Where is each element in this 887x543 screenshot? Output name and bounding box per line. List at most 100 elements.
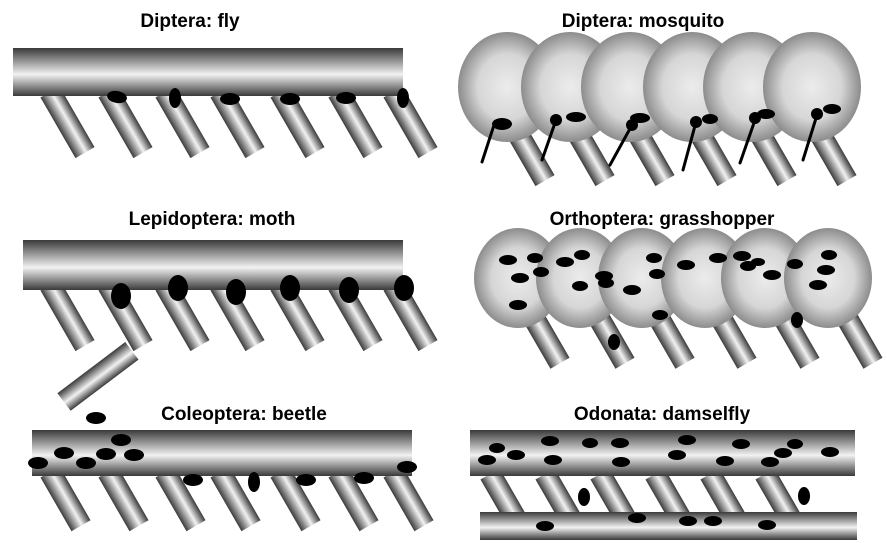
contact-blob — [541, 436, 559, 446]
contact-blob — [572, 281, 588, 291]
contact-blob — [578, 488, 590, 506]
contact-blob — [668, 450, 686, 460]
contact-blob — [28, 457, 48, 469]
peg — [40, 280, 94, 352]
contact-blob — [226, 279, 246, 305]
panel-title: Coleoptera: beetle — [161, 404, 327, 425]
contact-blob — [492, 118, 512, 130]
contact-blob — [791, 312, 803, 328]
contact-blob — [478, 455, 496, 465]
contact-blob — [611, 438, 629, 448]
contact-blob — [704, 516, 722, 526]
contact-blob — [507, 450, 525, 460]
peg — [40, 467, 90, 532]
contact-blob — [809, 280, 827, 290]
peg — [40, 87, 94, 159]
contact-blob — [774, 448, 792, 458]
contact-blob — [339, 277, 359, 303]
contact-blob — [798, 487, 810, 505]
contact-blob — [821, 250, 837, 260]
contact-blob — [111, 434, 131, 446]
cylinder-bar — [32, 430, 412, 476]
contact-blob — [499, 255, 517, 265]
panel-coleoptera-beetle: Coleoptera: beetle — [28, 342, 434, 531]
peg-shaft — [383, 467, 433, 532]
contact-blob — [733, 251, 751, 261]
peg-shaft — [155, 87, 209, 159]
contact-blob — [574, 250, 590, 260]
contact-blob — [582, 438, 598, 448]
angled-peg — [57, 342, 138, 411]
contact-blob — [280, 275, 300, 301]
panel-title: Lepidoptera: moth — [129, 209, 296, 230]
contact-blob — [394, 275, 414, 301]
contact-blob — [716, 456, 734, 466]
contact-blob — [544, 455, 562, 465]
peg-shaft — [40, 467, 90, 532]
contact-blob — [761, 457, 779, 467]
contact-blob — [183, 474, 203, 486]
contact-blob — [168, 275, 188, 301]
contact-blob — [628, 513, 646, 523]
panel-title: Orthoptera: grasshopper — [550, 209, 775, 230]
contact-blob — [96, 448, 116, 460]
contact-blob — [598, 278, 614, 288]
contact-blob — [630, 113, 650, 123]
peg-shaft — [40, 87, 94, 159]
peg-shaft — [40, 280, 94, 352]
contact-blob — [821, 447, 839, 457]
contact-blob — [811, 108, 823, 120]
contact-blob — [652, 310, 668, 320]
cylinder-bar — [13, 48, 403, 96]
contact-blob — [690, 116, 702, 128]
contact-blob — [649, 269, 665, 279]
contact-blob — [702, 114, 718, 124]
contact-blob — [86, 412, 106, 424]
peg-shaft — [98, 467, 148, 532]
contact-blob — [751, 258, 765, 266]
contact-blob — [509, 300, 527, 310]
contact-blob — [646, 253, 662, 263]
contact-blob — [566, 112, 586, 122]
contact-blob — [169, 88, 181, 108]
contact-blob — [533, 267, 549, 277]
contact-blob — [679, 516, 697, 526]
contact-blob — [608, 334, 620, 350]
contact-blob — [732, 439, 750, 449]
contact-blob — [623, 285, 641, 295]
contact-blob — [220, 93, 240, 105]
peg-shaft — [383, 87, 437, 159]
contact-blob — [354, 472, 374, 484]
contact-blob — [823, 104, 841, 114]
contact-blob — [787, 439, 803, 449]
contact-blob — [536, 521, 554, 531]
contact-blob — [612, 457, 630, 467]
panel-title: Odonata: damselfly — [574, 404, 751, 425]
peg — [98, 467, 148, 532]
contact-blob — [511, 273, 529, 283]
contact-blob — [397, 461, 417, 473]
peg — [383, 87, 437, 159]
contact-blob — [556, 257, 574, 267]
contact-blob — [248, 472, 260, 492]
contact-blob — [758, 520, 776, 530]
panel-diptera-mosquito: Diptera: mosquito — [458, 11, 861, 186]
panel-orthoptera-grasshopper: Orthoptera: grasshopper — [474, 209, 883, 369]
contact-blob — [76, 457, 96, 469]
contact-blob — [709, 253, 727, 263]
contact-blob — [678, 435, 696, 445]
panel-lepidoptera-moth: Lepidoptera: moth — [23, 209, 438, 351]
panel-diptera-fly: Diptera: fly — [13, 11, 438, 158]
sphere — [763, 32, 861, 142]
contact-blob — [54, 447, 74, 459]
contact-blob — [763, 270, 781, 280]
peg-shaft — [57, 342, 138, 411]
contact-blob — [111, 283, 131, 309]
peg — [155, 87, 209, 159]
contact-blob — [787, 259, 803, 269]
contact-blob — [550, 114, 562, 126]
contact-blob — [280, 93, 300, 105]
peg — [383, 467, 433, 532]
contact-blob — [489, 443, 505, 453]
